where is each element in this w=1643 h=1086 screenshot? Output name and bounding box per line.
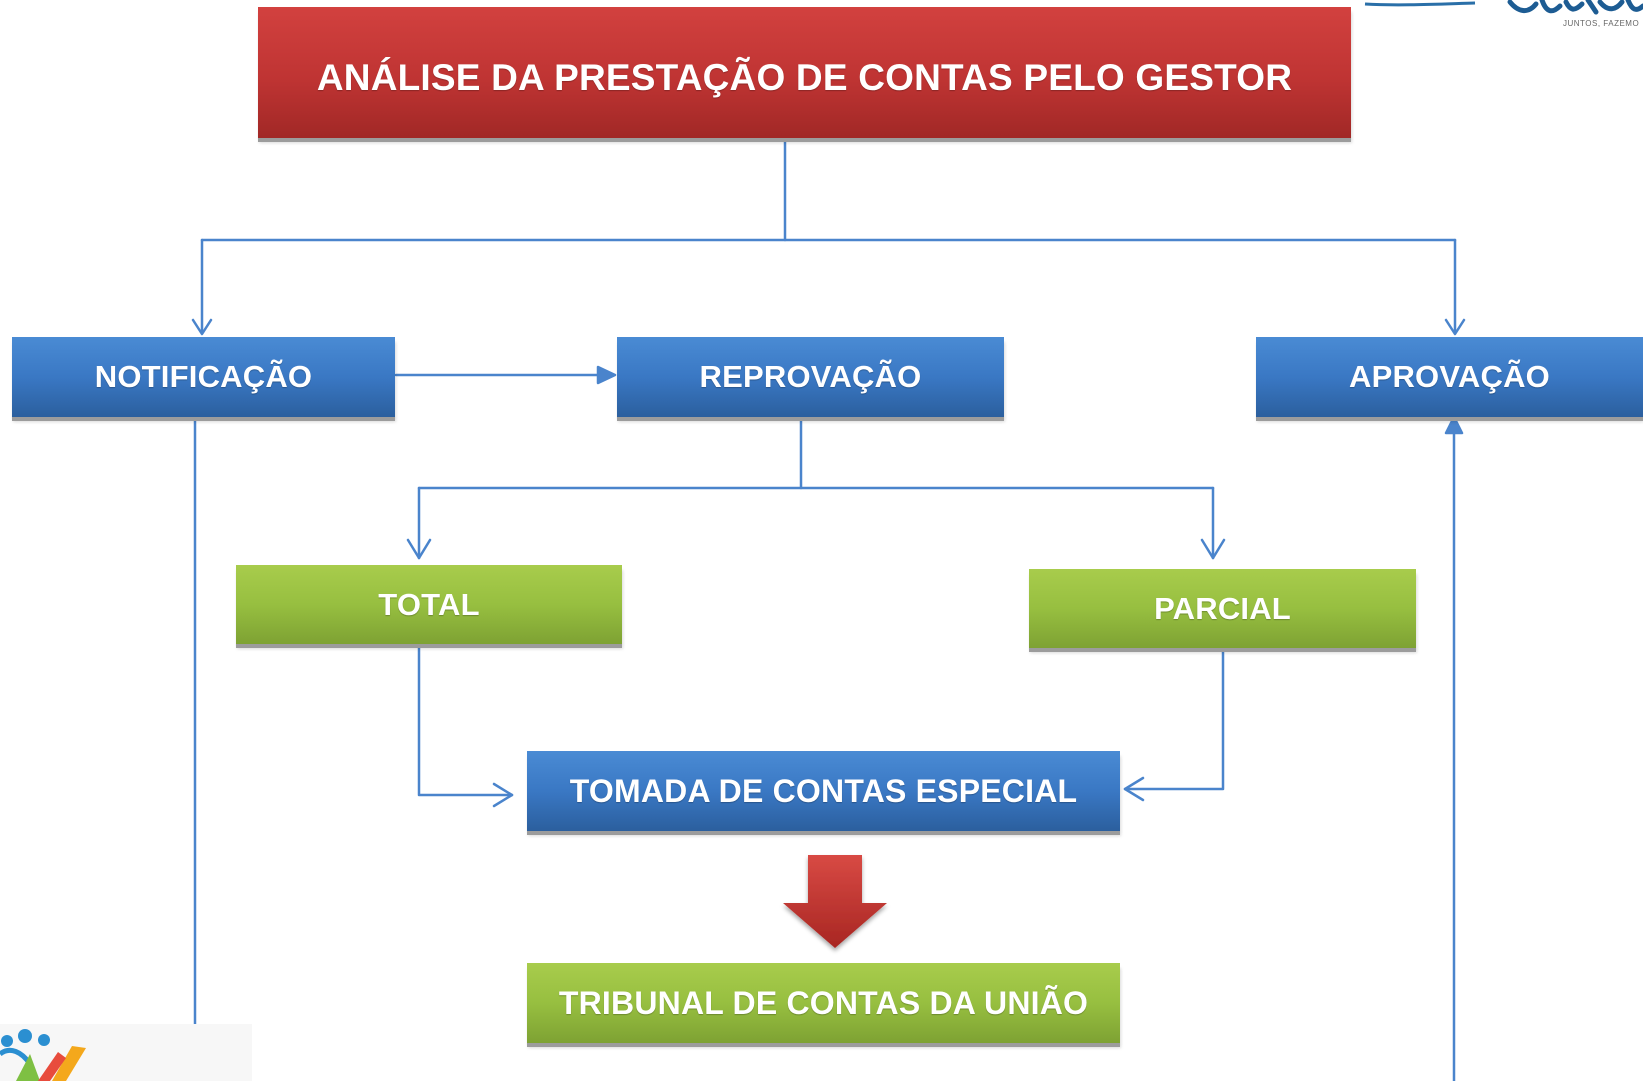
- logo-tagline: JUNTOS, FAZEMO: [1563, 19, 1639, 28]
- node-total: TOTAL: [236, 565, 622, 644]
- node-reprovacao: REPROVAÇÃO: [617, 337, 1004, 417]
- logo-script-icon: JUNTOS, FAZEMO: [1364, 0, 1643, 28]
- arrowhead-tomada-left: [492, 782, 514, 808]
- arrowhead-tomada-right: [1123, 776, 1145, 802]
- node-parcial: PARCIAL: [1029, 569, 1416, 648]
- logo-top-right: JUNTOS, FAZEMO: [1360, 0, 1643, 30]
- people-logo-icon: [0, 1024, 252, 1081]
- diagram-title: ANÁLISE DA PRESTAÇÃO DE CONTAS PELO GEST…: [258, 7, 1351, 138]
- arrowhead-reprovacao: [596, 365, 617, 385]
- node-aprovacao: APROVAÇÃO: [1256, 337, 1643, 417]
- down-arrow-tomada-tribunal: [783, 855, 887, 948]
- arrowhead-aprovacao-bottom: [1444, 415, 1464, 435]
- node-tomada-de-contas-especial: TOMADA DE CONTAS ESPECIAL: [527, 751, 1120, 831]
- node-tribunal-de-contas: TRIBUNAL DE CONTAS DA UNIÃO: [527, 963, 1120, 1043]
- arrowhead-aprovacao: [1444, 318, 1466, 336]
- arrowhead-total: [406, 538, 432, 560]
- edge-total-tomada: [417, 644, 514, 797]
- logo-bottom-left: [0, 1024, 252, 1081]
- edge-parcial-tomada: [1123, 646, 1225, 791]
- node-notificacao: NOTIFICAÇÃO: [12, 337, 395, 417]
- arrowhead-notificacao: [191, 318, 213, 336]
- arrowhead-parcial: [1200, 538, 1226, 560]
